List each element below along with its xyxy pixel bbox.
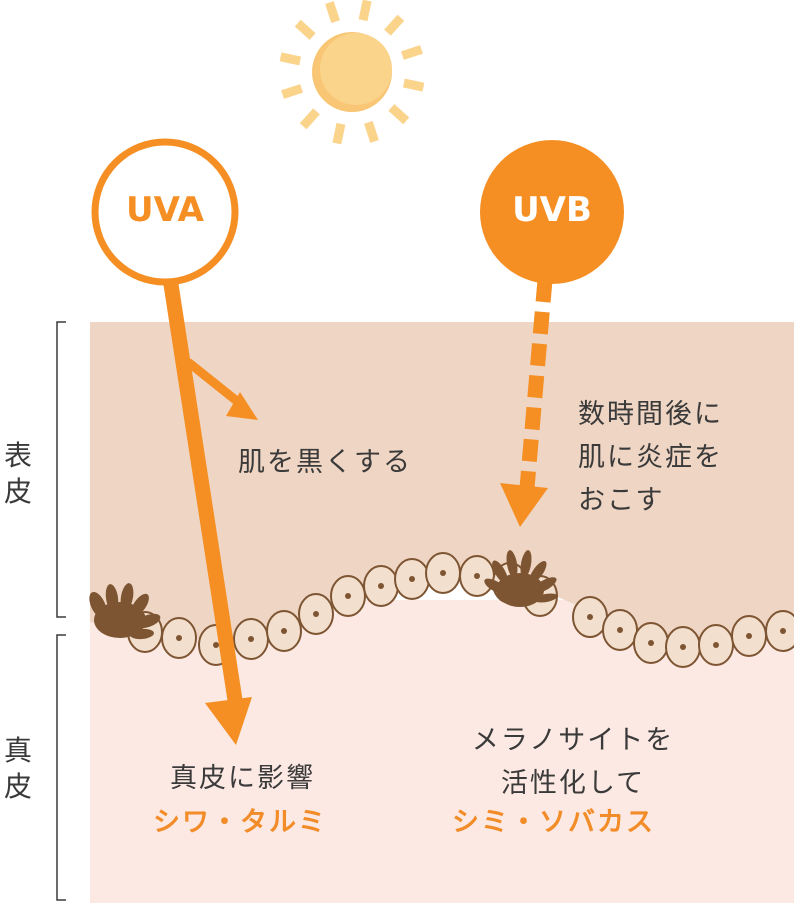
sun-ray: [388, 104, 410, 125]
uva-badge-ring: [91, 138, 239, 286]
sun-ray: [358, 0, 372, 22]
sun-ray: [281, 84, 303, 99]
dermis-label-char: 真: [3, 734, 32, 767]
epidermis-layer: [90, 322, 794, 647]
uva-result-text: シワ・タルミ: [153, 807, 327, 838]
sun-ray: [364, 121, 379, 143]
dermis-label-char: 皮: [3, 770, 32, 803]
sun-ray: [294, 19, 316, 40]
text-line: 肌に炎症を: [578, 442, 723, 473]
cell-nucleus: [345, 593, 351, 599]
uvb-inflammation-text: 数時間後に 肌に炎症を おこす: [578, 393, 723, 522]
dermis-label: 真 皮: [0, 733, 36, 805]
sun-ray: [299, 108, 320, 130]
text-line: メラノサイトを: [471, 725, 675, 756]
epidermis-bracket: [56, 321, 66, 618]
cell-nucleus: [713, 642, 719, 648]
cell-nucleus: [617, 627, 623, 633]
uvb-badge-fill: [480, 140, 624, 284]
cell-nucleus: [746, 633, 752, 639]
uva-arrow: [162, 276, 258, 745]
cell-nucleus: [680, 644, 686, 650]
uvb-result-text: シミ・ソバカス: [452, 807, 655, 838]
sun-ray: [401, 45, 423, 60]
epidermis-label: 表 皮: [0, 438, 36, 510]
text-line: 活性化して: [500, 768, 646, 799]
sun-ray: [332, 122, 346, 145]
cell-nucleus: [587, 614, 593, 620]
cell-nucleus: [313, 611, 319, 617]
cell-nucleus: [780, 628, 786, 634]
cell-nucleus: [409, 576, 415, 582]
melanocyte-icon: [89, 583, 161, 640]
dermis-bracket: [56, 634, 66, 901]
sun-disc-highlight: [320, 33, 392, 105]
uvb-arrow: [500, 279, 553, 527]
cell-nucleus: [281, 628, 287, 634]
sun-ray: [325, 1, 340, 23]
cell-nucleus: [213, 642, 219, 648]
uva-badge: UVA: [126, 190, 204, 230]
sun-ray: [279, 52, 302, 66]
sun-ray: [384, 14, 405, 36]
sun-icon: [279, 0, 425, 145]
sun-ray: [402, 78, 425, 92]
cell-nucleus: [474, 573, 480, 579]
text-line: おこす: [578, 485, 665, 516]
uva-dermis-text: 真皮に影響: [170, 763, 315, 794]
cell-nucleus: [648, 640, 654, 646]
uvb-melanocyte-text: メラノサイトを 活性化して: [452, 719, 694, 805]
cell-nucleus: [248, 636, 254, 642]
epidermis-label-char: 表: [3, 439, 32, 472]
cell-nucleus: [440, 570, 446, 576]
cell-nucleus: [176, 635, 182, 641]
cell-nucleus: [378, 583, 384, 589]
text-line: 数時間後に: [578, 399, 723, 430]
epidermis-label-char: 皮: [3, 475, 32, 508]
uvb-badge: UVB: [512, 190, 592, 230]
uva-tan-text: 肌を黒くする: [238, 447, 412, 478]
melanocyte-icon: [484, 550, 558, 607]
